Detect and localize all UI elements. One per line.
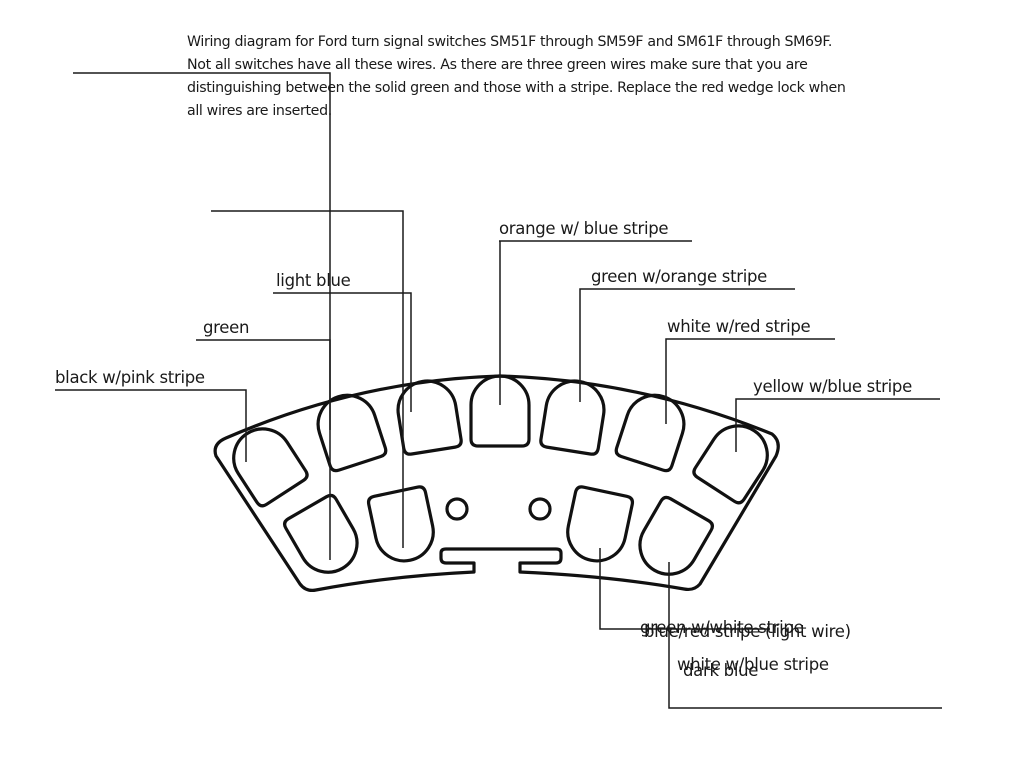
wire-label: white w/red stripe — [667, 317, 811, 336]
wire-label: dark blue — [683, 661, 758, 680]
wire-label: blue/red stripe (light wire) — [644, 622, 851, 641]
pin-cavity — [366, 485, 435, 563]
wire-label: black w/pink stripe — [55, 368, 205, 387]
wire-label: green w/orange stripe — [591, 267, 767, 286]
alignment-hole — [528, 497, 552, 521]
intro-line: all wires are inserted. — [187, 103, 332, 119]
leader-line — [735, 398, 940, 452]
pin-cavity — [232, 427, 309, 508]
leader-line — [55, 389, 247, 462]
pin-cavity — [638, 495, 714, 576]
alignment-hole — [445, 497, 469, 521]
pin-cavity — [283, 493, 359, 574]
wire-label: orange w/ blue stripe — [499, 219, 668, 238]
pin-cavity — [396, 379, 463, 456]
pin-cavity — [692, 424, 769, 505]
leader-line — [499, 240, 692, 405]
wire-label: white w/blue stripe — [677, 655, 829, 674]
pin-cavity — [566, 485, 635, 563]
leader-line — [599, 548, 770, 630]
leader-line — [211, 210, 404, 548]
intro-line: Not all switches have all these wires. A… — [187, 57, 808, 73]
pin-cavity — [614, 393, 686, 473]
intro-line: Wiring diagram for Ford turn signal swit… — [187, 34, 833, 50]
pin-cavity — [469, 374, 531, 448]
leader-line — [665, 338, 835, 424]
wire-label: green — [203, 318, 249, 337]
leader-line — [579, 288, 795, 402]
pin-cavity — [539, 379, 606, 456]
intro-line: distinguishing between the solid green a… — [187, 80, 846, 96]
leader-line — [273, 292, 412, 412]
connector-body — [213, 374, 780, 592]
wire-label: yellow w/blue stripe — [753, 377, 912, 396]
leader-line — [73, 72, 331, 560]
intro-text: Wiring diagram for Ford turn signal swit… — [187, 31, 967, 123]
leader-line — [196, 339, 331, 430]
wire-label: green w/white stripe — [640, 618, 804, 637]
pin-cavity — [316, 393, 388, 473]
leader-line — [668, 562, 942, 709]
wire-label: light blue — [276, 271, 351, 290]
